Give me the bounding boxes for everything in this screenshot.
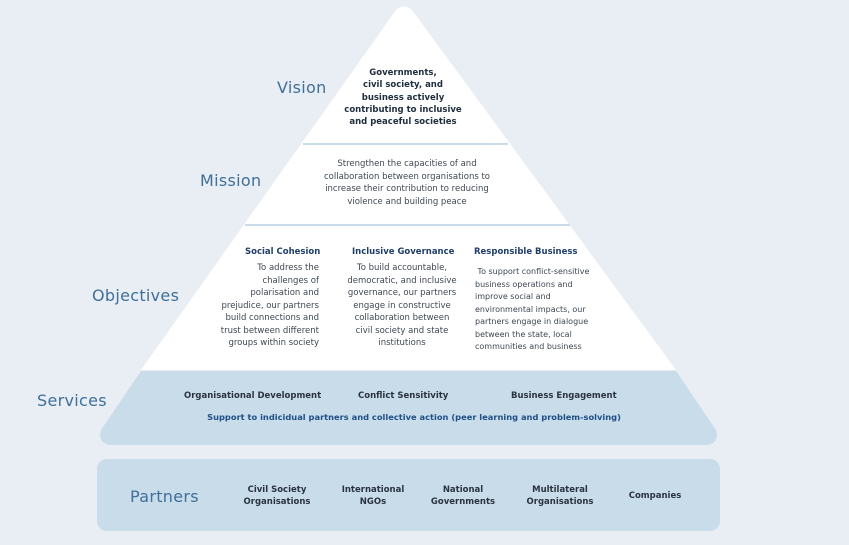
partners-label: Partners xyxy=(130,487,199,506)
partner-companies: Companies xyxy=(628,491,682,501)
objectives-label: Objectives xyxy=(92,286,180,305)
objective-title-social-cohesion: Social Cohesion xyxy=(245,247,321,257)
objective-text-inclusive-governance: To build accountable, democratic, and in… xyxy=(347,263,457,348)
partner-international-ngos: International NGOs xyxy=(341,485,405,507)
objective-title-inclusive-governance: Inclusive Governance xyxy=(352,247,455,257)
vision-text: Governments, civil society, and business… xyxy=(344,68,462,128)
service-organisational-development: Organisational Development xyxy=(184,391,322,401)
objective-title-responsible-business: Responsible Business xyxy=(474,247,578,257)
partner-national-governments: National Governments xyxy=(430,485,496,507)
pyramid-triangle xyxy=(141,6,676,370)
mission-label: Mission xyxy=(200,171,262,190)
objective-text-social-cohesion: To address the challenges of polarisatio… xyxy=(220,263,319,348)
service-conflict-sensitivity: Conflict Sensitivity xyxy=(358,391,449,401)
partner-multilateral-organisations: Multilateral Organisations xyxy=(526,485,594,507)
services-label: Services xyxy=(37,391,107,410)
service-business-engagement: Business Engagement xyxy=(511,391,617,401)
partner-civil-society: Civil Society Organisations xyxy=(243,485,311,507)
services-support-text: Support to indicidual partners and colle… xyxy=(207,412,621,422)
services-band xyxy=(100,371,717,445)
mission-text: Strengthen the capacities of and collabo… xyxy=(323,159,491,207)
vision-label: Vision xyxy=(277,78,327,97)
partners-box xyxy=(97,459,720,531)
objective-text-responsible-business: To support conflict-sensitive business o… xyxy=(475,267,590,351)
